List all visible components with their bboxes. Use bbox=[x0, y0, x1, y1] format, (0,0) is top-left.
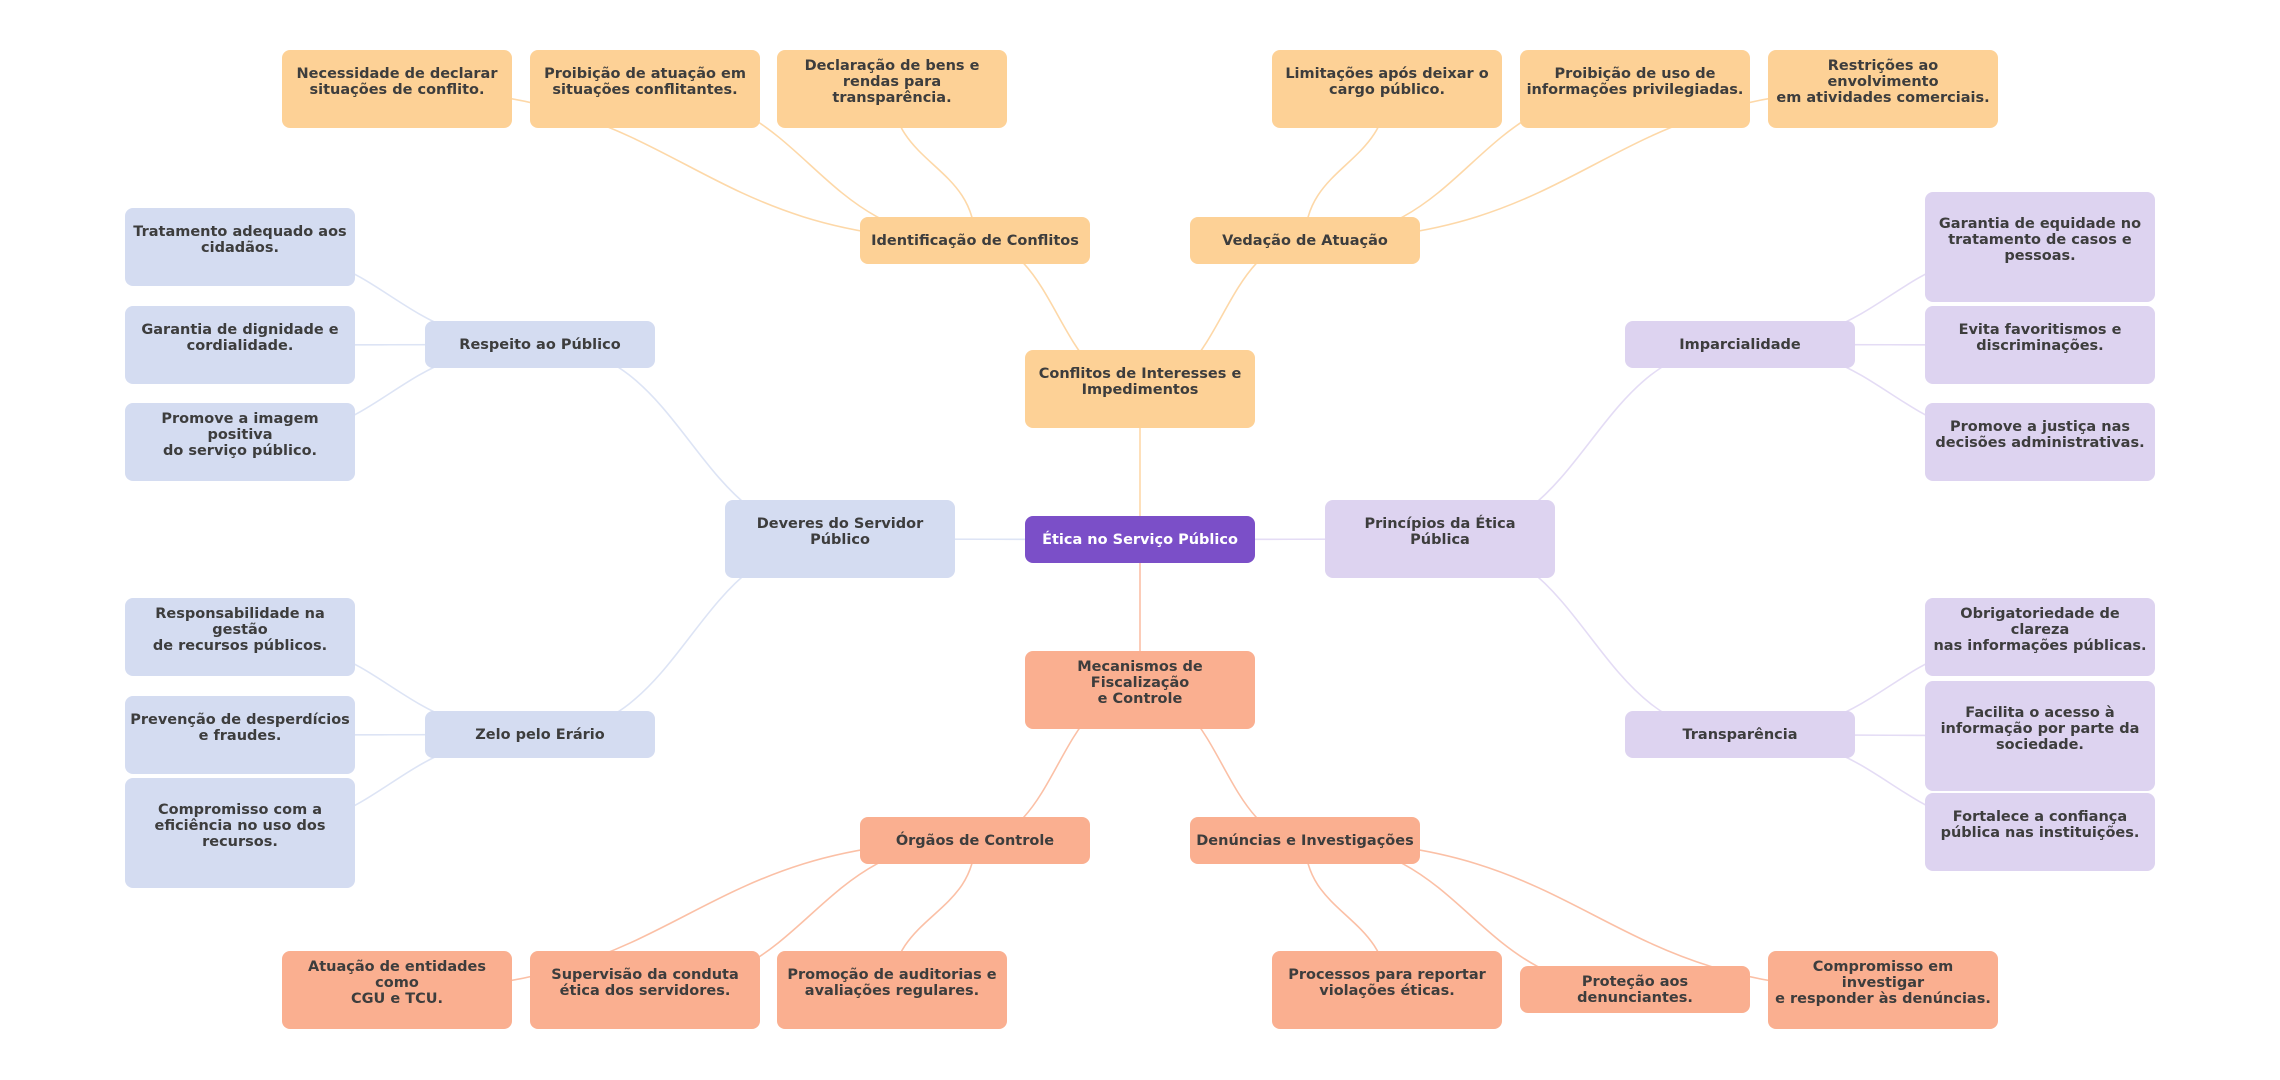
leaf-promove-justica[interactable]: Promove a justiça nas decisões administr… bbox=[1925, 403, 2155, 481]
leaf-garantia-dignidade[interactable]: Garantia de dignidade e cordialidade. bbox=[125, 306, 355, 384]
node-transparencia[interactable]: Transparência bbox=[1625, 711, 1855, 758]
node-mecanismos-fiscalizacao[interactable]: Mecanismos de Fiscalização e Controle bbox=[1025, 651, 1255, 729]
leaf-restricoes-comerciais[interactable]: Restrições ao envolvimento em atividades… bbox=[1768, 50, 1998, 128]
leaf-responsabilidade-gestao[interactable]: Responsabilidade na gestão de recursos p… bbox=[125, 598, 355, 676]
leaf-limitacoes-apos-cargo[interactable]: Limitações após deixar o cargo público. bbox=[1272, 50, 1502, 128]
leaf-tratamento-adequado[interactable]: Tratamento adequado aos cidadãos. bbox=[125, 208, 355, 286]
leaf-compromisso-eficiencia[interactable]: Compromisso com a eficiência no uso dos … bbox=[125, 778, 355, 888]
leaf-obrigatoriedade-clareza[interactable]: Obrigatoriedade de clareza nas informaçõ… bbox=[1925, 598, 2155, 676]
leaf-fortalece-confianca[interactable]: Fortalece a confiança pública nas instit… bbox=[1925, 793, 2155, 871]
leaf-imagem-positiva[interactable]: Promove a imagem positiva do serviço púb… bbox=[125, 403, 355, 481]
node-identificacao-de-conflitos[interactable]: Identificação de Conflitos bbox=[860, 217, 1090, 264]
leaf-necessidade-declarar[interactable]: Necessidade de declarar situações de con… bbox=[282, 50, 512, 128]
node-respeito-ao-publico[interactable]: Respeito ao Público bbox=[425, 321, 655, 368]
leaf-promocao-auditorias[interactable]: Promoção de auditorias e avaliações regu… bbox=[777, 951, 1007, 1029]
leaf-proibicao-informacoes[interactable]: Proibição de uso de informações privileg… bbox=[1520, 50, 1750, 128]
node-principios-etica-publica[interactable]: Princípios da Ética Pública bbox=[1325, 500, 1555, 578]
node-vedacao-de-atuacao[interactable]: Vedação de Atuação bbox=[1190, 217, 1420, 264]
root-node[interactable]: Ética no Serviço Público bbox=[1025, 516, 1255, 563]
leaf-evita-favoritismos[interactable]: Evita favoritismos e discriminações. bbox=[1925, 306, 2155, 384]
node-orgaos-de-controle[interactable]: Órgãos de Controle bbox=[860, 817, 1090, 864]
node-denuncias-investigacoes[interactable]: Denúncias e Investigações bbox=[1190, 817, 1420, 864]
leaf-processos-reportar[interactable]: Processos para reportar violações éticas… bbox=[1272, 951, 1502, 1029]
node-deveres-do-servidor[interactable]: Deveres do Servidor Público bbox=[725, 500, 955, 578]
leaf-atuacao-cgu-tcu[interactable]: Atuação de entidades como CGU e TCU. bbox=[282, 951, 512, 1029]
root-label: Ética no Serviço Público bbox=[1042, 531, 1238, 548]
leaf-declaracao-bens[interactable]: Declaração de bens e rendas para transpa… bbox=[777, 50, 1007, 128]
leaf-protecao-denunciantes[interactable]: Proteção aos denunciantes. bbox=[1520, 966, 1750, 1013]
node-zelo-pelo-erario[interactable]: Zelo pelo Erário bbox=[425, 711, 655, 758]
leaf-prevencao-desperdicios[interactable]: Prevenção de desperdícios e fraudes. bbox=[125, 696, 355, 774]
leaf-facilita-acesso[interactable]: Facilita o acesso à informação por parte… bbox=[1925, 681, 2155, 791]
leaf-garantia-equidade[interactable]: Garantia de equidade no tratamento de ca… bbox=[1925, 192, 2155, 302]
leaf-proibicao-atuacao[interactable]: Proibição de atuação em situações confli… bbox=[530, 50, 760, 128]
leaf-supervisao-conduta[interactable]: Supervisão da conduta ética dos servidor… bbox=[530, 951, 760, 1029]
node-imparcialidade[interactable]: Imparcialidade bbox=[1625, 321, 1855, 368]
node-conflitos-de-interesses[interactable]: Conflitos de Interesses e Impedimentos bbox=[1025, 350, 1255, 428]
leaf-compromisso-investigar[interactable]: Compromisso em investigar e responder às… bbox=[1768, 951, 1998, 1029]
